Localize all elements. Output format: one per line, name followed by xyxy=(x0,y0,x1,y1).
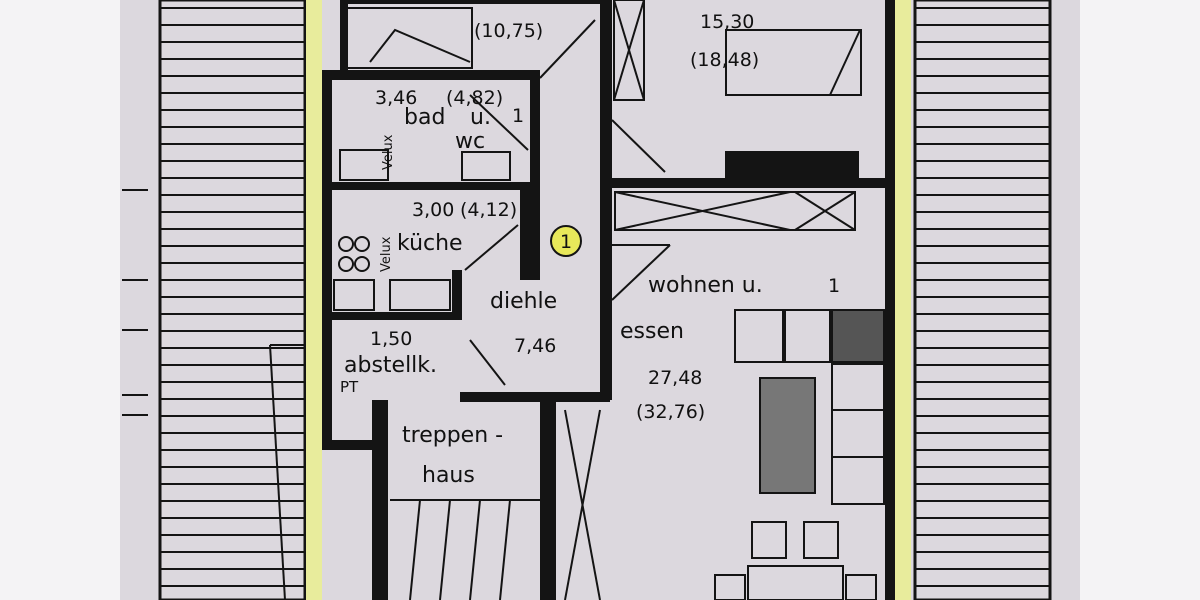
top-room-gross-area: (10,75) xyxy=(474,20,543,42)
storage-area: 1,50 xyxy=(370,328,412,350)
living-marker: 1 xyxy=(828,275,840,297)
stairs-label-2: haus xyxy=(422,463,475,488)
wc-label: wc xyxy=(455,129,485,154)
hall-label: diehle xyxy=(490,289,557,314)
kitchen-window-label: Velux xyxy=(379,236,394,272)
roof-hatch-right xyxy=(913,0,1052,600)
storage-code: PT xyxy=(340,378,359,396)
fixtures xyxy=(269,0,885,600)
dining-label: essen xyxy=(620,319,684,344)
living-gross-area: (32,76) xyxy=(636,401,705,423)
dimension-marks xyxy=(122,189,148,416)
kitchen-gross-area: (4,12) xyxy=(460,199,517,221)
bath-gross-area: (4,82) xyxy=(446,87,503,109)
living-label: wohnen u. xyxy=(648,273,763,298)
roof-hatch-left xyxy=(158,0,307,600)
highlight-strip-right xyxy=(895,0,911,600)
unit-badge: 1 xyxy=(550,225,582,257)
kitchen-net-area: 3,00 xyxy=(412,199,454,221)
svg-text:1: 1 xyxy=(560,231,572,253)
stairs-label: treppen - xyxy=(402,423,503,448)
storage-label: abstellk. xyxy=(344,353,437,378)
highlight-strip-left xyxy=(306,0,322,600)
bath-marker: 1 xyxy=(512,105,524,127)
hall-area: 7,46 xyxy=(514,335,556,357)
bedroom-gross-area: (18,48) xyxy=(690,49,759,71)
bath-label-and: u. xyxy=(470,105,491,130)
living-net-area: 27,48 xyxy=(648,367,702,389)
walls xyxy=(322,0,895,600)
bath-window-label: Velux xyxy=(381,134,396,170)
bedroom-net-area: 15,30 xyxy=(700,11,754,33)
bath-net-area: 3,46 xyxy=(375,87,417,109)
kitchen-label: küche xyxy=(397,231,463,256)
bath-label: bad xyxy=(404,105,445,130)
